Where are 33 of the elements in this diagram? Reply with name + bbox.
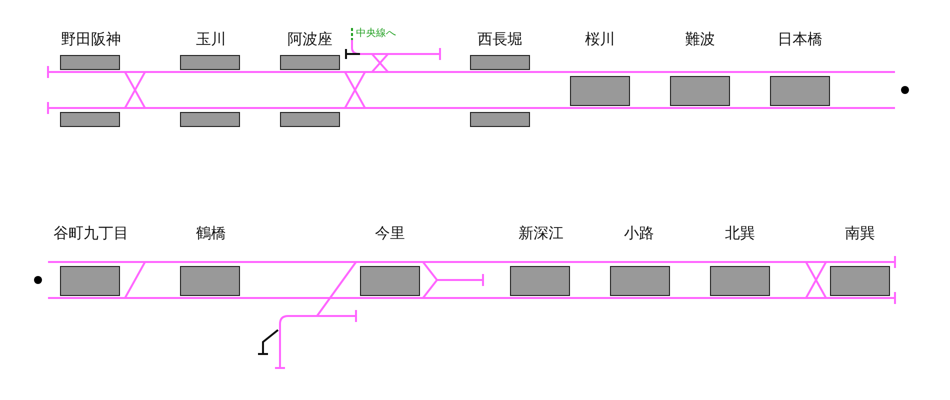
station-name: 桜川 — [585, 30, 615, 48]
station-name: 野田阪神 — [61, 30, 121, 48]
platform — [180, 112, 240, 127]
station-name: 谷町九丁目 — [54, 224, 128, 242]
platform — [470, 112, 530, 127]
direction-label: 中央線へ — [356, 28, 396, 40]
platform — [470, 55, 530, 70]
station-name: 阿波座 — [288, 30, 332, 48]
station-name: 小路 — [624, 224, 654, 242]
platform — [60, 55, 120, 70]
platform — [710, 266, 770, 296]
platform — [510, 266, 570, 296]
platform — [770, 76, 830, 106]
platform — [830, 266, 890, 296]
platform — [180, 55, 240, 70]
platform — [610, 266, 670, 296]
platform — [670, 76, 730, 106]
station-name: 難波 — [685, 30, 715, 48]
station-name: 今里 — [375, 224, 405, 242]
station-name: 北巽 — [725, 224, 755, 242]
platform — [360, 266, 420, 296]
station-name: 西長堀 — [478, 30, 522, 48]
station-name: 新深江 — [518, 224, 564, 242]
station-name: 玉川 — [196, 30, 226, 48]
platform — [280, 112, 340, 127]
station-name: 鶴橋 — [196, 224, 226, 242]
platform — [280, 55, 340, 70]
platform — [570, 76, 630, 106]
platform — [60, 266, 120, 296]
platform — [60, 112, 120, 127]
platform — [180, 266, 240, 296]
station-name: 南巽 — [845, 224, 875, 242]
station-name: 日本橋 — [778, 30, 822, 48]
